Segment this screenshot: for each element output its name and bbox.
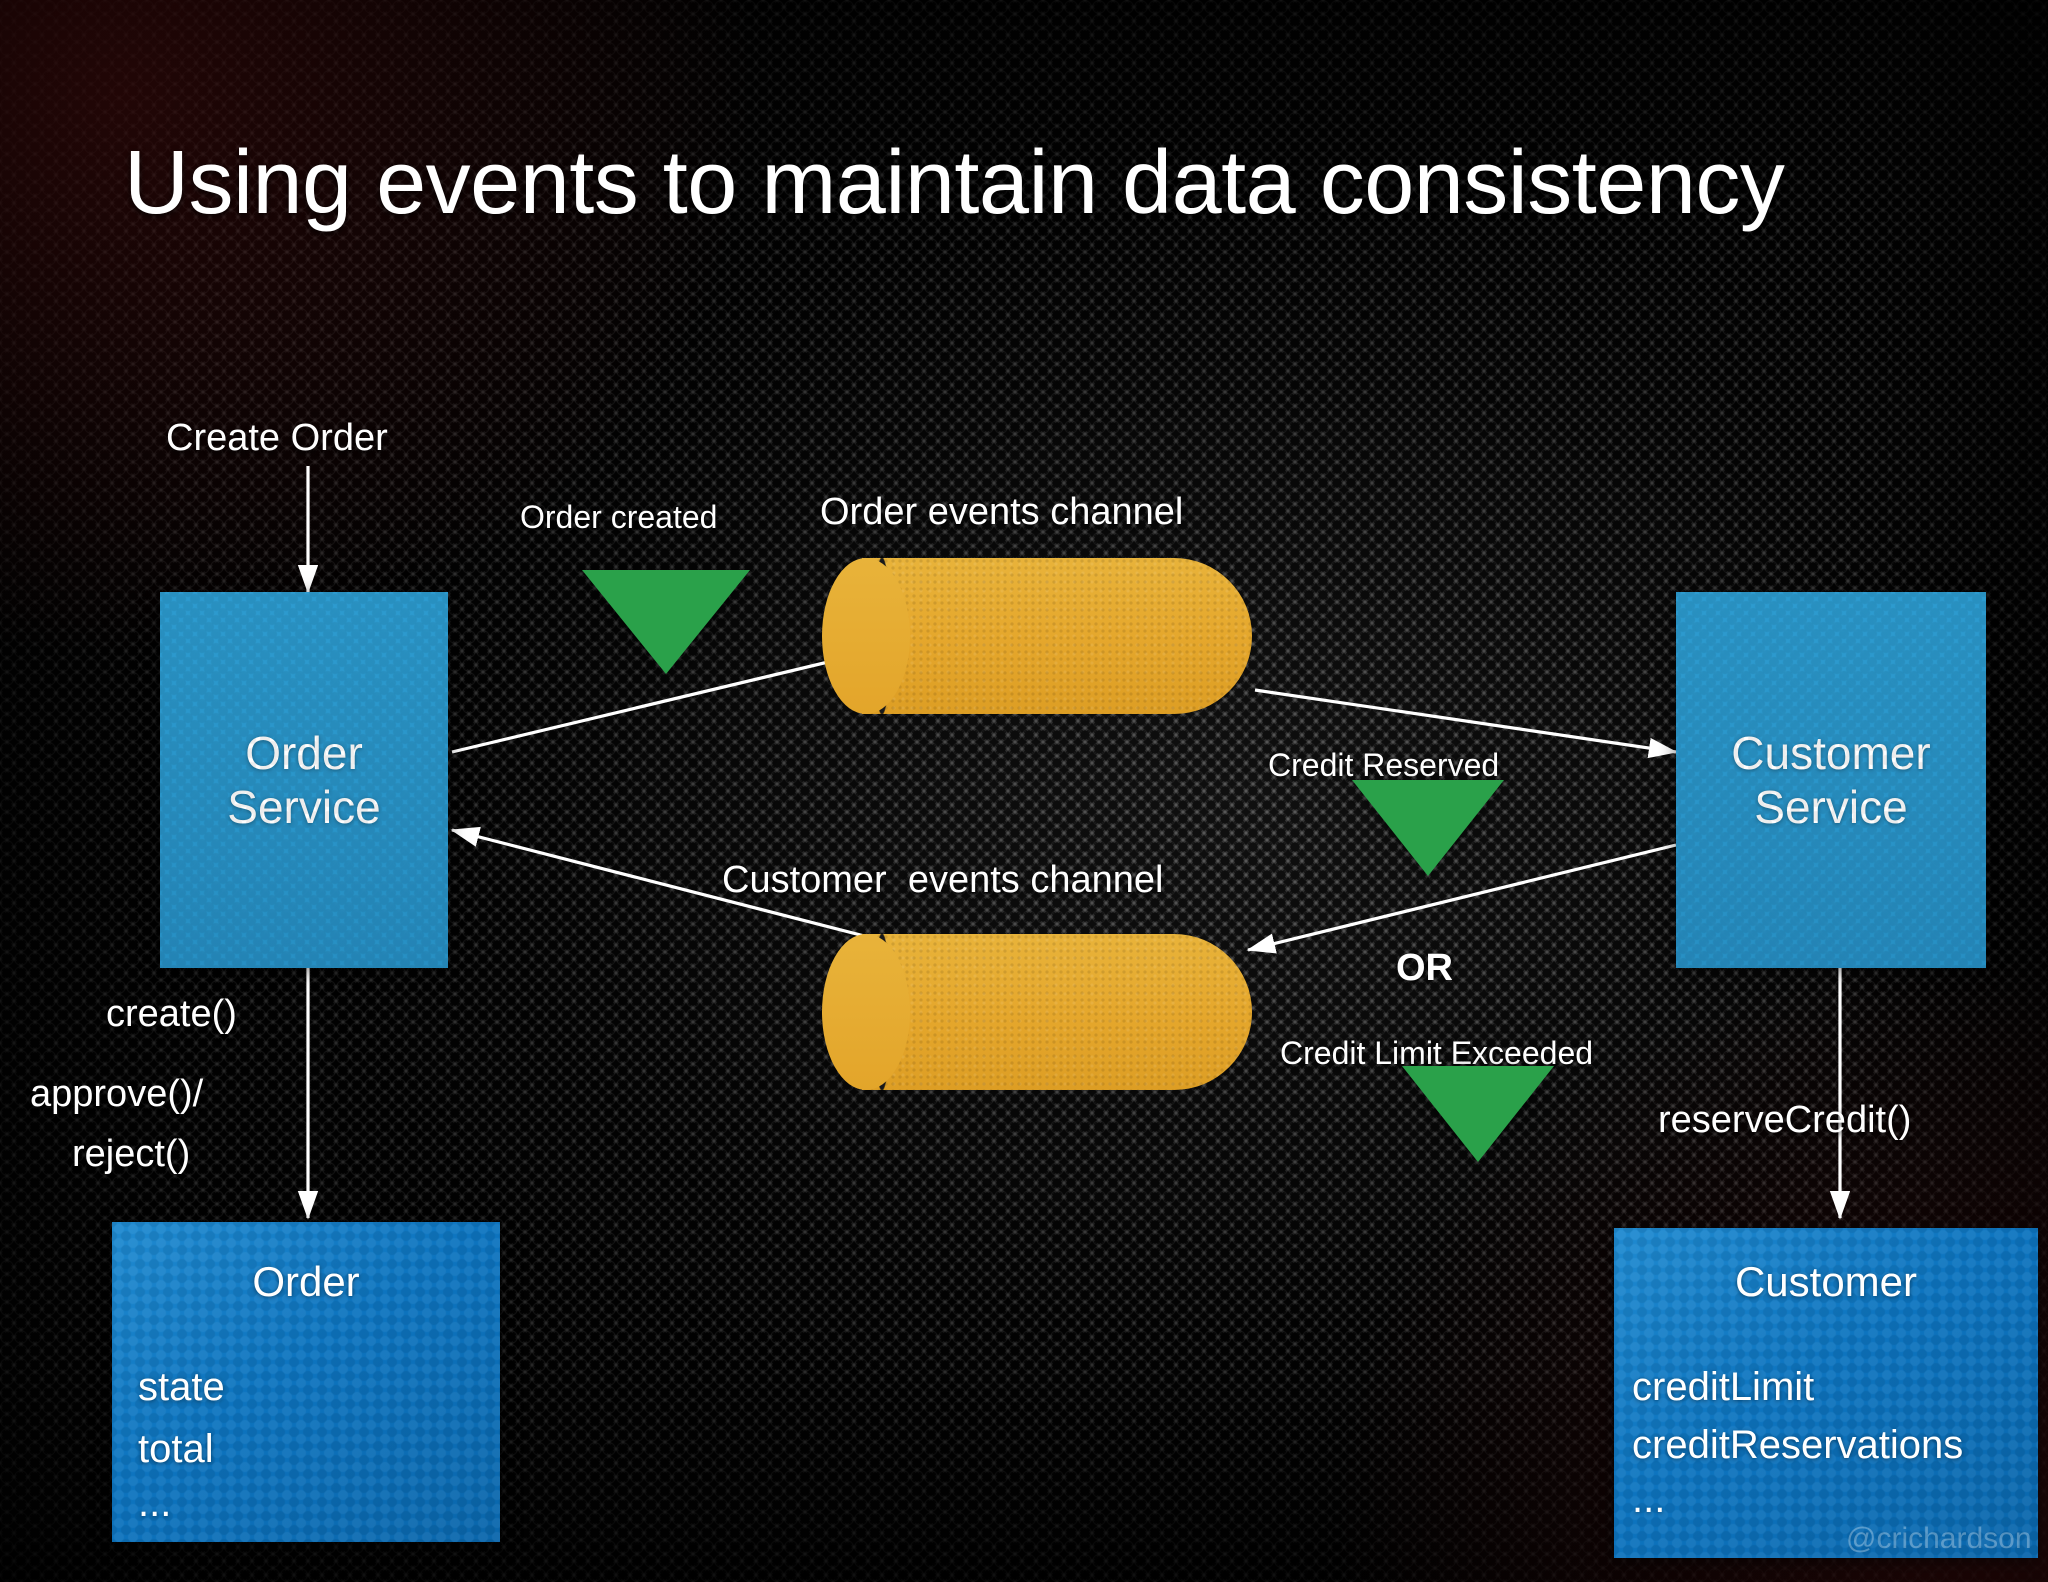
cylinder-body bbox=[862, 934, 1252, 1090]
cylinder-texture bbox=[862, 558, 1252, 714]
customer-entity-attribute-creditlimit: creditLimit bbox=[1632, 1365, 1815, 1409]
cylinder-body bbox=[862, 558, 1252, 714]
label-credit-reserved: Credit Reserved bbox=[1268, 747, 1500, 783]
customer-service-box[interactable]: Customer Service bbox=[1676, 592, 1986, 968]
order-entity-attribute-total: total bbox=[138, 1427, 214, 1471]
customer-events-channel-cylinder bbox=[822, 934, 1252, 1090]
label-credit-limit-exceeded: Credit Limit Exceeded bbox=[1280, 1035, 1594, 1071]
order-entity-box[interactable]: Order state total ... bbox=[112, 1222, 500, 1542]
order-created-event-icon bbox=[582, 570, 750, 674]
customer-entity-attribute-ellipsis: ... bbox=[1632, 1477, 1666, 1521]
credit-limit-exceeded-event-icon bbox=[1402, 1066, 1554, 1162]
order-events-channel-cylinder bbox=[822, 558, 1252, 714]
label-approve-method: approve()/ bbox=[30, 1073, 204, 1115]
cylinder-cap bbox=[822, 934, 910, 1090]
cylinder-cap bbox=[822, 558, 910, 714]
order-service-label-line2: Service bbox=[227, 781, 381, 833]
order-service-label-line1: Order bbox=[245, 726, 363, 779]
customer-service-label-line2: Service bbox=[1754, 781, 1908, 833]
author-watermark: @crichardson bbox=[1846, 1522, 2032, 1555]
label-reserve-credit-method: reserveCredit() bbox=[1658, 1099, 1912, 1141]
label-order-created: Order created bbox=[520, 499, 718, 535]
label-customer-events-channel: Customer events channel bbox=[722, 859, 1164, 901]
slide-title: Using events to maintain data consistenc… bbox=[124, 133, 1785, 233]
label-create-order: Create Order bbox=[166, 417, 388, 459]
order-entity-attribute-state: state bbox=[138, 1365, 225, 1409]
credit-reserved-event-icon bbox=[1352, 780, 1504, 876]
order-entity-attribute-ellipsis: ... bbox=[138, 1481, 172, 1525]
label-or: OR bbox=[1396, 947, 1453, 989]
customer-entity-box[interactable]: Customer creditLimit creditReservations … bbox=[1614, 1228, 2038, 1558]
label-reject-method: reject() bbox=[72, 1133, 191, 1175]
cylinder-texture bbox=[862, 934, 1252, 1090]
label-order-events-channel: Order events channel bbox=[820, 491, 1184, 533]
order-entity-title: Order bbox=[252, 1258, 360, 1305]
customer-entity-attribute-creditreservations: creditReservations bbox=[1632, 1423, 1964, 1467]
label-create-method: create() bbox=[106, 993, 237, 1035]
customer-entity-title: Customer bbox=[1734, 1258, 1918, 1305]
customer-service-label-line1: Customer bbox=[1731, 726, 1931, 779]
order-service-box[interactable]: Order Service bbox=[160, 592, 448, 968]
